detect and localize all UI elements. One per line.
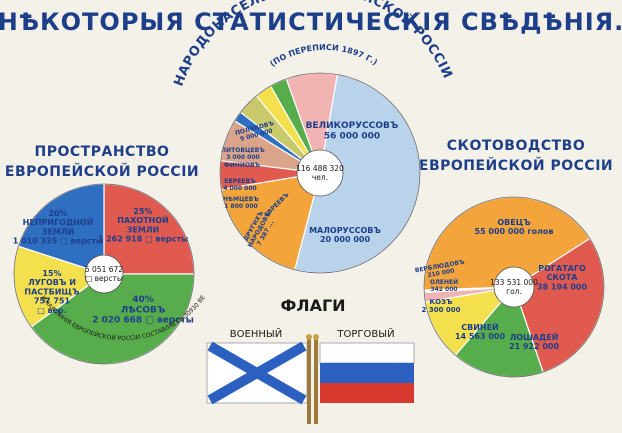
area-slice-label-line: ПАСТБИЩЪ <box>24 287 80 296</box>
livestock-slice-label-line: ОВЕЦЪ <box>497 218 531 227</box>
area-center-line: 5 051 672 <box>85 265 123 274</box>
population-slice-label-line: НѢМЦЕВЪ <box>223 196 259 203</box>
population-slice-label-line: 20 000 000 <box>320 235 371 244</box>
area-slice-label-line: 15% <box>42 269 61 278</box>
flag-pole-left-top <box>306 334 312 340</box>
population-slice-label-line: 1 800 000 <box>224 203 257 210</box>
area-slice-label-line: ПАХОТНОЙ <box>117 214 169 225</box>
trade-flag <box>319 342 415 403</box>
livestock-slice-label-line: 342 000 <box>430 286 457 293</box>
area-title-line1: ПРОСТРАНСТВО <box>35 144 170 160</box>
population-slice-label-line: 3 000 000 <box>226 154 259 161</box>
livestock-slice-label-line: 38 194 000 <box>537 282 588 291</box>
livestock-center-line: гол. <box>506 287 522 296</box>
flag-pole-right-top <box>313 334 319 340</box>
area-slice-label-line: □ вер. <box>37 306 67 315</box>
livestock-slice-label-line: КОЗЪ <box>429 298 453 306</box>
livestock-slice-label-line: СКОТА <box>547 273 579 282</box>
population-slice-label-6: ФИНИОВЪ <box>224 162 261 169</box>
area-slice-label-line: НЕПРИГОДНОЙ <box>23 216 94 227</box>
population-subtitle-text: (ПО ПЕРЕПИСИ 1897 Г.) <box>268 43 379 69</box>
flags-title: ФЛАГИ <box>280 296 345 315</box>
livestock-center-line: 133 531 000 <box>490 278 538 287</box>
trade-flag-white <box>319 342 415 364</box>
area-slice-label-line: 2 020 668 □ версты <box>92 316 194 326</box>
population-slice-label-line: 4 000 000 <box>223 185 256 192</box>
population-center-line: чел. <box>312 173 328 182</box>
flag-pole-right <box>314 338 318 424</box>
area-slice-label-line: 20% <box>48 209 67 218</box>
area-slice-label-line: ЗЕМЛИ <box>127 225 159 234</box>
population-slice-label-line: ЛИТОВЦЕВЪ <box>221 147 265 154</box>
livestock-slice-label-line: 14 563 000 <box>455 332 506 341</box>
population-slice-label-line: ФИНИОВЪ <box>224 162 261 169</box>
flag-pole-left <box>307 338 311 424</box>
area-center-label: 5 051 672□ версты <box>85 265 123 283</box>
livestock-slice-label-line: 55 000 000 голов <box>475 227 554 236</box>
area-slice-label-line: ЛѢСОВЪ <box>121 305 166 315</box>
area-slice-label-line: 1 262 918 □ версты <box>98 235 189 244</box>
area-center <box>84 254 124 294</box>
livestock-slice-label-line: 210 000 <box>427 268 455 280</box>
livestock-outline <box>423 196 605 378</box>
population-slice-label-line: ВЕЛИКОРУССОВЪ <box>306 121 399 131</box>
livestock-slice-label-line: СВИНЕЙ <box>461 321 499 332</box>
area-title-line2: ЕВРОПЕЙСКОЙ РОССІИ <box>5 163 199 180</box>
population-subtitle: (ПО ПЕРЕПИСИ 1897 Г.) <box>268 43 379 69</box>
population-center <box>296 149 344 197</box>
military-flag <box>206 341 308 405</box>
area-slice-label-line: 1 010 335 □ версты <box>13 237 104 246</box>
area-outline <box>13 183 195 365</box>
st-andrew-cross-b <box>207 341 307 405</box>
trade-flag-label: ТОРГОВЫЙ <box>336 327 394 340</box>
page-title: НѢКОТОРЫЯ СТАТИСТИЧЕСКІЯ СВѢДѢНІЯ. <box>0 8 622 36</box>
livestock-slice-label-line: 2 300 000 <box>422 306 461 314</box>
livestock-slice-label-line: ЛОШАДЕЙ <box>510 331 559 342</box>
area-slice-label-line: 757 751 <box>34 297 71 306</box>
area-slice-label-line: 40% <box>132 295 154 305</box>
trade-flag-blue <box>320 363 414 383</box>
trade-flag-red <box>320 383 414 403</box>
area-slice-label-line: 25% <box>133 207 152 216</box>
population-slice-label-line: 56 000 000 <box>324 131 380 141</box>
population-slice-label-line: МАЛОРУССОВЪ <box>309 226 381 235</box>
livestock-center <box>493 266 535 308</box>
livestock-slice-label-line: 21 922 000 <box>509 342 560 351</box>
population-center-line: 116 488 320 <box>296 164 344 173</box>
military-flag-label: ВОЕННЫЙ <box>230 327 282 340</box>
livestock-title-line2: ЕВРОПЕЙСКОЙ РОССІИ <box>419 157 613 174</box>
livestock-title-line1: СКОТОВОДСТВО <box>447 138 586 154</box>
flag-poles <box>306 334 319 424</box>
livestock-slice-label-line: ОЛЕНЕЙ <box>430 278 458 286</box>
livestock-slice-label-line: РОГАТАГО <box>538 264 586 273</box>
area-slice-label-line: ЛУГОВЪ И <box>28 278 76 287</box>
area-slice-label-line: ЗЕМЛИ <box>42 227 74 236</box>
population-outline <box>219 72 421 274</box>
area-center-line: □ версты <box>85 274 123 283</box>
population-slice-label-line: ЕВРЕЕВЪ <box>224 178 256 185</box>
